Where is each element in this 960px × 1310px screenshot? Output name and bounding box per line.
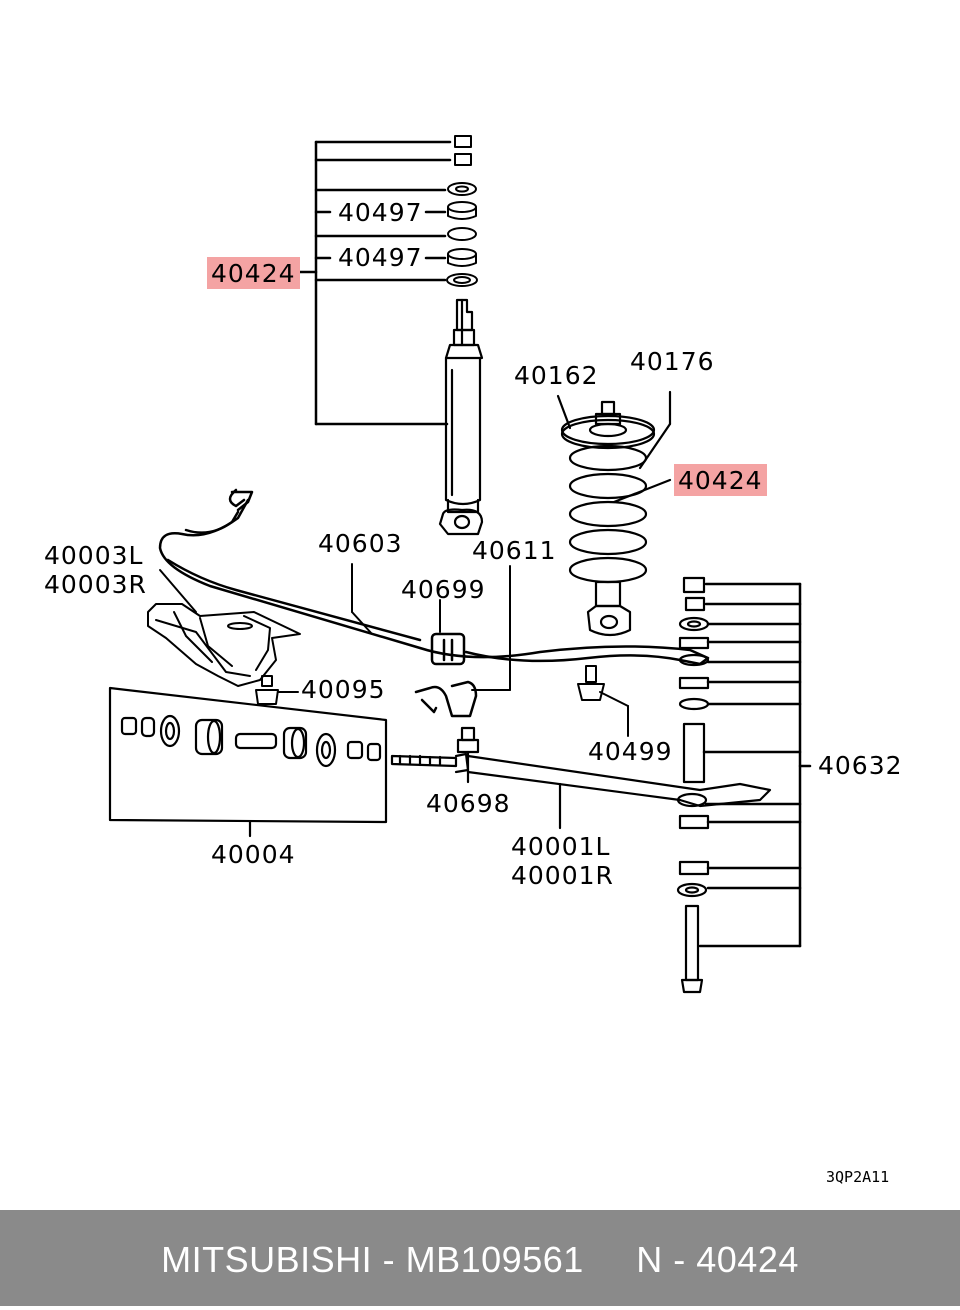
part-label-40698[interactable]: 40698: [426, 789, 511, 818]
bolt-40499: [577, 665, 629, 737]
part-label-40603[interactable]: 40603: [318, 529, 403, 558]
part-label-40001l[interactable]: 40001L: [511, 832, 611, 861]
part-label-40632[interactable]: 40632: [818, 751, 903, 780]
part-label-40003l[interactable]: 40003L: [44, 541, 144, 570]
coil-spring-assembly: [556, 390, 672, 637]
part-label-40497-upper[interactable]: 40497: [338, 198, 423, 227]
part-label-40001r[interactable]: 40001R: [511, 861, 614, 890]
part-label-40499[interactable]: 40499: [588, 737, 673, 766]
stabilizer-bar: [158, 488, 710, 718]
shock-absorber: [438, 298, 484, 536]
part-label-40095[interactable]: 40095: [301, 675, 386, 704]
bushing-kit-40004: [108, 686, 388, 838]
part-label-40611[interactable]: 40611: [472, 536, 557, 565]
part-label-40497-lower[interactable]: 40497: [338, 243, 423, 272]
leader-lines: [159, 563, 511, 691]
part-label-40162[interactable]: 40162: [514, 361, 599, 390]
footer-part-info: MITSUBISHI - MB109561 N - 40424: [161, 1239, 799, 1280]
diagram-code: 3QP2A11: [826, 1168, 890, 1186]
shock-bracket-lines: [298, 140, 452, 426]
hardware-stack-40632: [676, 576, 710, 994]
part-label-40424-shock[interactable]: 40424: [207, 257, 300, 289]
part-label-40424-spring[interactable]: 40424: [674, 464, 767, 496]
part-label-40176[interactable]: 40176: [630, 347, 715, 376]
bracket-40003: [147, 603, 301, 687]
part-label-40699[interactable]: 40699: [401, 575, 486, 604]
footer-bar: MITSUBISHI - MB109561 N - 40424: [0, 1210, 960, 1306]
part-label-40004[interactable]: 40004: [211, 840, 296, 869]
suspension-exploded-diagram: [108, 135, 812, 994]
shock-top-hardware: [446, 135, 478, 287]
part-label-40003r[interactable]: 40003R: [44, 570, 147, 599]
bracket-40632-lines: [698, 582, 812, 948]
bolt-40095: [255, 675, 299, 705]
